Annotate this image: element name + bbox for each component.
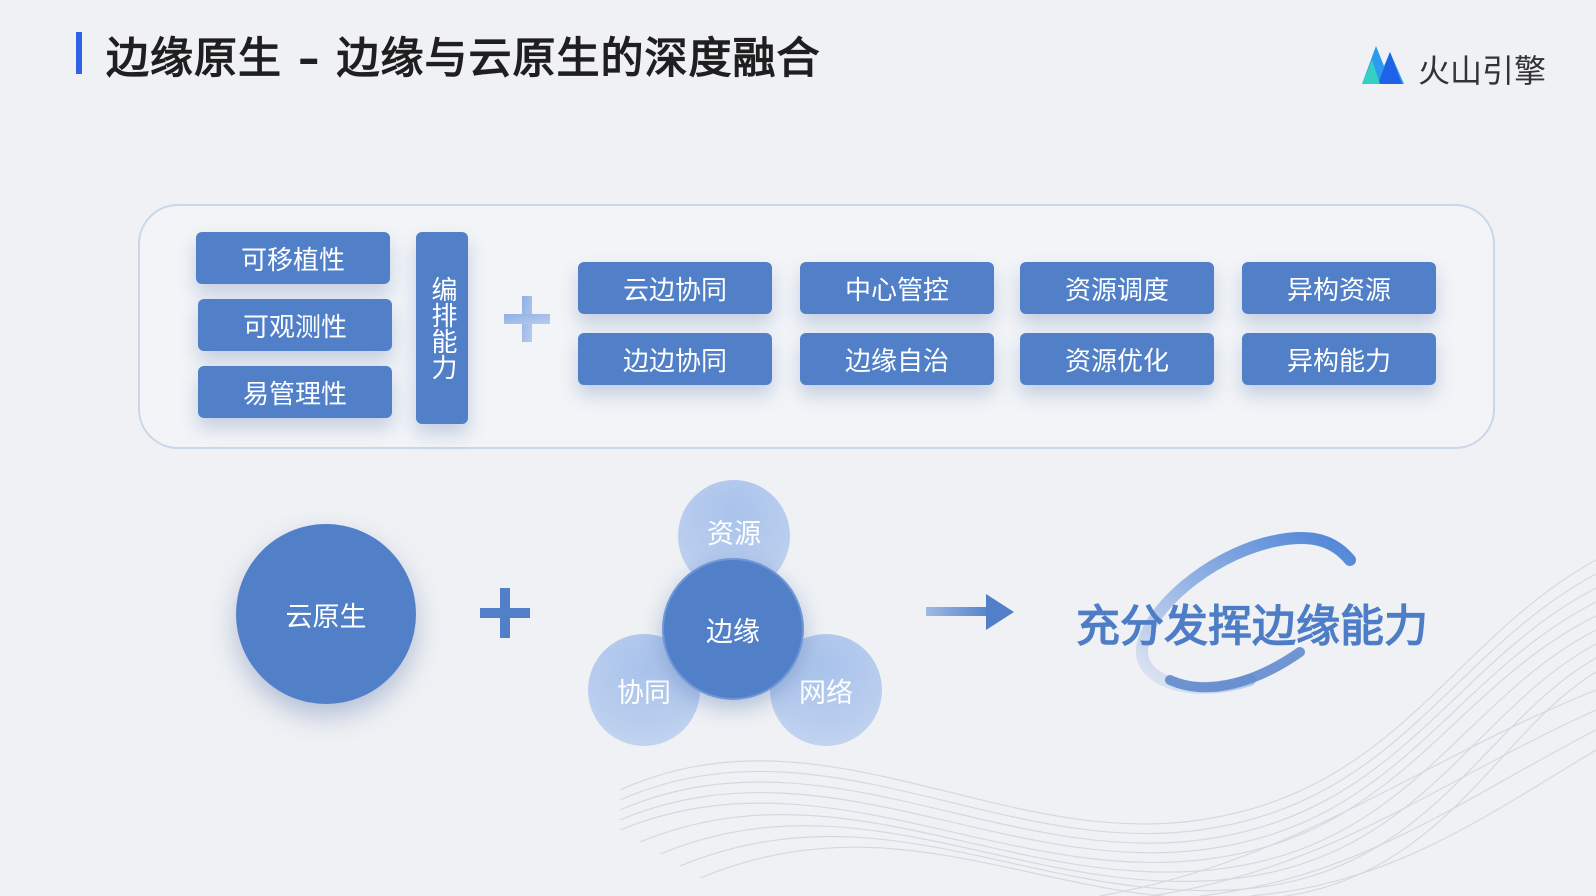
chip-orchestration: 编排能力 [416, 232, 468, 424]
chip-resource-scheduling: 资源调度 [1020, 262, 1214, 314]
chip-edge-edge-collab: 边边协同 [578, 333, 772, 385]
volcano-engine-logo-icon [1362, 46, 1404, 84]
brand-name: 火山引擎 [1418, 52, 1547, 90]
brand-logo: 火山引擎 [1360, 36, 1550, 92]
chip-cloud-edge-collab: 云边协同 [578, 262, 772, 314]
arrow-right-icon [926, 594, 1014, 630]
chip-portability: 可移植性 [196, 232, 390, 284]
result-text: 充分发挥边缘能力 [1076, 601, 1428, 652]
chip-observability: 可观测性 [198, 299, 392, 351]
chip-edge-autonomy: 边缘自治 [800, 333, 994, 385]
plus-icon [504, 296, 550, 342]
chip-heterogeneous-resources: 异构资源 [1242, 262, 1436, 314]
chip-resource-optimization: 资源优化 [1020, 333, 1214, 385]
plus-icon [480, 588, 530, 638]
page-title: 边缘原生 – 边缘与云原生的深度融合 [106, 34, 821, 84]
title-accent-bar [76, 32, 82, 74]
capability-panel: 可移植性 可观测性 易管理性 编排能力 云边协同 中心管控 资源调度 异构资源 … [138, 204, 1495, 449]
edge-circle: 边缘 [662, 558, 804, 700]
chip-manageability: 易管理性 [198, 366, 392, 418]
chip-central-control: 中心管控 [800, 262, 994, 314]
chip-heterogeneous-capability: 异构能力 [1242, 333, 1436, 385]
swoosh-ring-icon [1136, 532, 1356, 694]
cloud-native-circle: 云原生 [236, 524, 416, 704]
